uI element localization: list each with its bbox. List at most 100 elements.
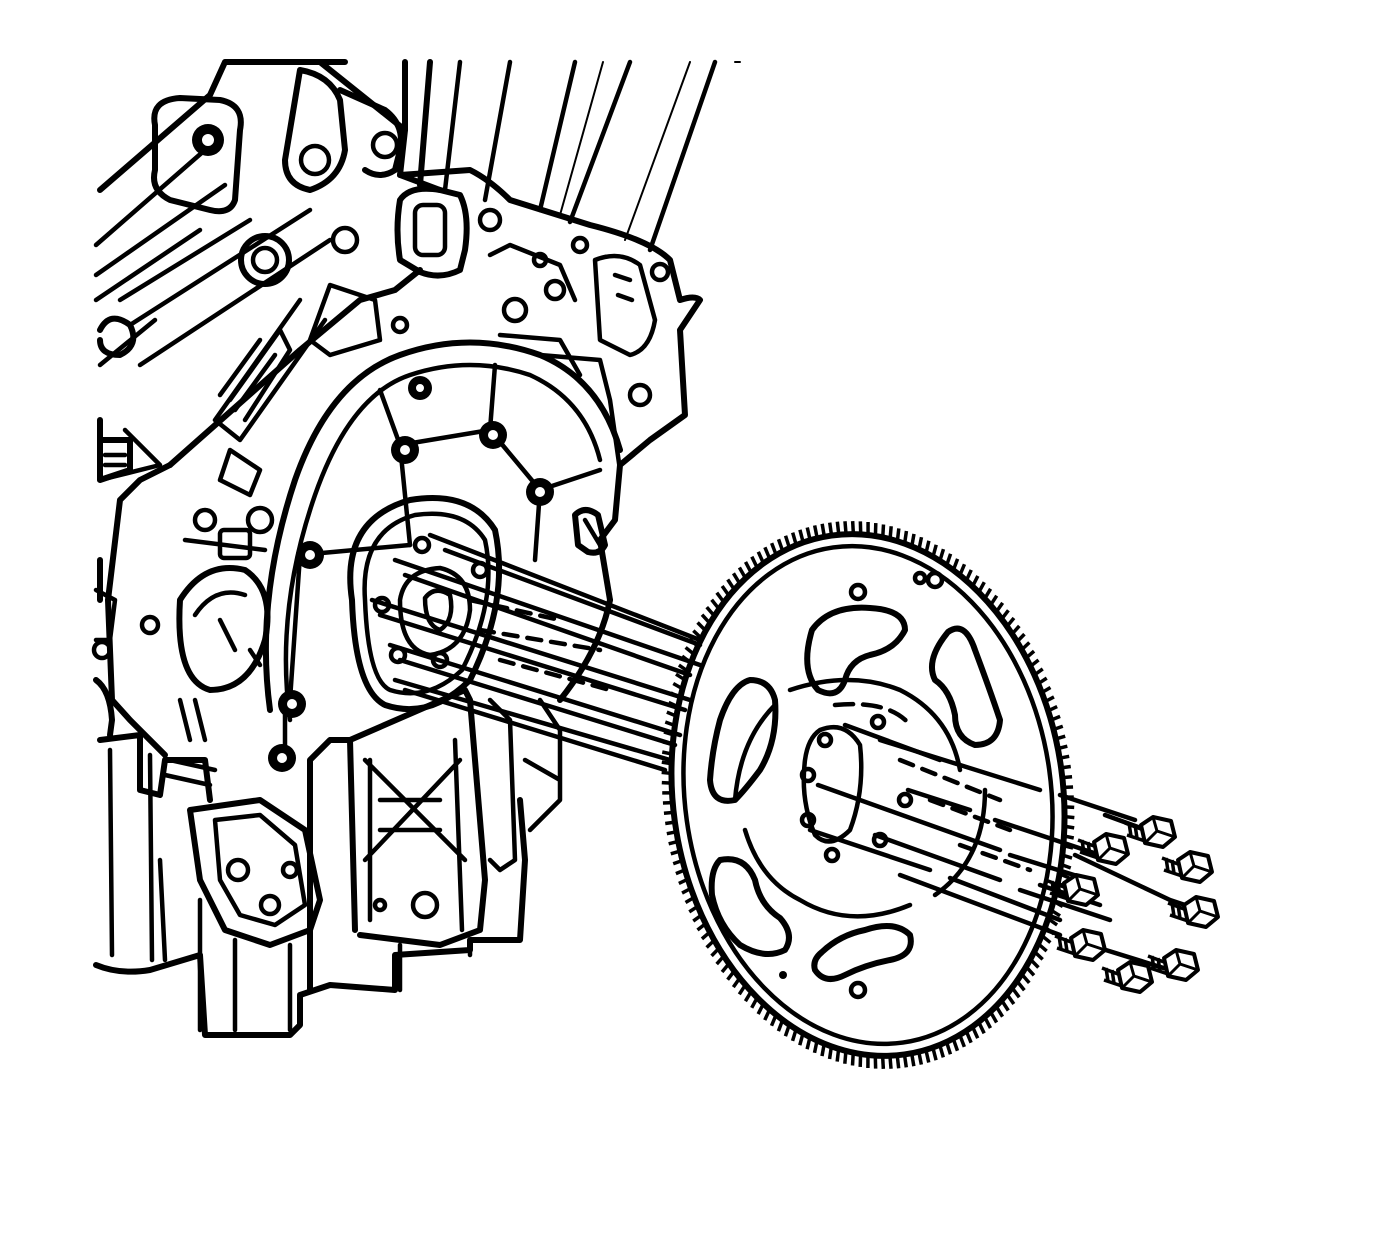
ring-gear-tooth: [902, 530, 909, 544]
ring-gear-tooth: [731, 976, 742, 989]
ring-gear-tooth: [1055, 734, 1066, 741]
ring-gear-tooth: [917, 536, 924, 550]
ring-gear-tooth: [663, 730, 675, 737]
ring-gear-tooth: [798, 529, 805, 543]
ring-gear-tooth: [710, 947, 721, 958]
flexplate-ring-gear: [661, 521, 1075, 1069]
ring-gear-tooth: [672, 858, 684, 866]
ring-gear-tooth: [951, 558, 960, 571]
flexplate-bolts: [1047, 815, 1220, 994]
ring-gear-tooth: [1036, 942, 1048, 953]
ring-gear-tooth: [850, 1052, 855, 1066]
ring-gear-tooth: [1047, 705, 1058, 713]
ring-gear-tooth: [677, 663, 689, 673]
flexplate-bolt: [1047, 873, 1100, 907]
ring-gear-tooth: [692, 913, 703, 923]
ring-gear-tooth: [696, 621, 707, 632]
ring-gear-tooth: [670, 691, 682, 700]
ring-gear-tooth: [1000, 609, 1010, 621]
ring-gear-tooth: [1058, 872, 1070, 880]
ring-gear-tooth: [1005, 616, 1016, 628]
ring-gear-tooth: [944, 553, 953, 566]
flexplate-bolt: [1124, 815, 1177, 849]
ring-gear-tooth: [715, 591, 726, 604]
ring-gear-tooth: [964, 1030, 973, 1044]
ring-gear-tooth: [1024, 965, 1036, 977]
flexplate-bolt: [1167, 895, 1220, 929]
ring-gear-tooth: [1044, 695, 1055, 704]
ring-gear-tooth: [970, 1025, 980, 1039]
ring-gear-tooth: [756, 1002, 765, 1015]
ring-gear-tooth: [835, 521, 841, 535]
ring-gear-tooth: [1033, 950, 1044, 961]
flexplate-bolt: [1161, 850, 1214, 884]
ring-gear-tooth: [827, 1046, 834, 1060]
ring-gear-tooth: [776, 1019, 785, 1032]
ring-gear-tooth: [1052, 724, 1064, 732]
ring-gear-tooth: [1040, 685, 1052, 695]
engine-block: [91, 59, 741, 1038]
ring-gear-tooth: [1029, 958, 1040, 969]
ring-gear-tooth: [983, 1016, 993, 1029]
ring-gear-tooth: [958, 1034, 966, 1048]
ring-gear-tooth: [989, 594, 999, 607]
ring-gear-tooth: [661, 750, 673, 756]
ring-gear-tooth: [820, 1043, 826, 1057]
ring-gear-tooth: [681, 654, 693, 665]
ring-gear-tooth: [1057, 744, 1068, 751]
flexplate: [661, 521, 1075, 1069]
ring-gear-tooth: [663, 810, 674, 816]
ring-gear-tooth: [1029, 658, 1040, 668]
ring-gear-tooth: [710, 598, 721, 611]
ring-gear-tooth: [763, 1008, 772, 1021]
ring-gear-tooth: [1063, 834, 1075, 840]
ring-gear-tooth: [1000, 999, 1010, 1012]
ring-gear-tooth: [770, 542, 778, 556]
ring-gear-tooth: [1025, 649, 1036, 660]
ring-gear-tooth: [743, 561, 753, 574]
ring-gear-tooth: [1010, 624, 1021, 636]
ring-gear-tooth: [938, 548, 946, 562]
ring-gear-tooth: [812, 1040, 819, 1054]
ring-gear-tooth: [902, 1054, 909, 1068]
alignment-lines-rear: [369, 532, 703, 773]
ring-gear-tooth: [881, 524, 886, 538]
ring-gear-tooth: [668, 839, 679, 846]
ring-gear-tooth: [888, 526, 893, 540]
ring-gear-tooth: [763, 546, 772, 560]
flexplate-window: [708, 856, 792, 957]
ring-gear-tooth: [769, 1014, 778, 1027]
ring-gear-tooth: [917, 1051, 924, 1065]
ring-gear-tooth: [662, 740, 674, 747]
ring-gear-tooth: [994, 1005, 1005, 1018]
ring-gear-tooth: [805, 527, 812, 541]
ring-gear-tooth: [705, 938, 716, 949]
ring-gear-tooth: [731, 572, 742, 585]
ring-gear-tooth: [720, 962, 731, 974]
ring-gear-tooth: [675, 672, 687, 682]
ring-gear-tooth: [684, 646, 696, 656]
ring-gear-tooth: [715, 954, 726, 966]
ring-gear-tooth: [675, 868, 686, 876]
ring-gear-tooth: [1062, 774, 1073, 780]
ring-gear-tooth: [895, 528, 901, 542]
ring-gear-tooth: [737, 983, 747, 996]
ring-gear-tooth: [1037, 676, 1048, 686]
ring-gear-tooth: [835, 1048, 841, 1062]
ring-gear-tooth: [1015, 632, 1026, 643]
ring-gear-tooth: [783, 1024, 792, 1037]
ring-gear-tooth: [1061, 853, 1073, 860]
ring-gear-tooth: [791, 532, 798, 546]
ring-gear-tooth: [958, 563, 967, 576]
ring-gear-tooth: [924, 1049, 931, 1063]
ring-gear-tooth: [684, 895, 696, 905]
ring-gear-tooth: [1020, 972, 1031, 985]
ring-gear-tooth: [909, 1052, 916, 1067]
ring-gear-tooth: [688, 637, 700, 648]
ring-gear-tooth: [692, 629, 703, 640]
ring-gear-tooth: [1010, 986, 1021, 999]
ring-gear-tooth: [1047, 917, 1059, 927]
ring-gear-tooth: [850, 521, 856, 535]
ring-gear-tooth: [1020, 641, 1031, 652]
ring-gear-tooth: [666, 710, 678, 718]
